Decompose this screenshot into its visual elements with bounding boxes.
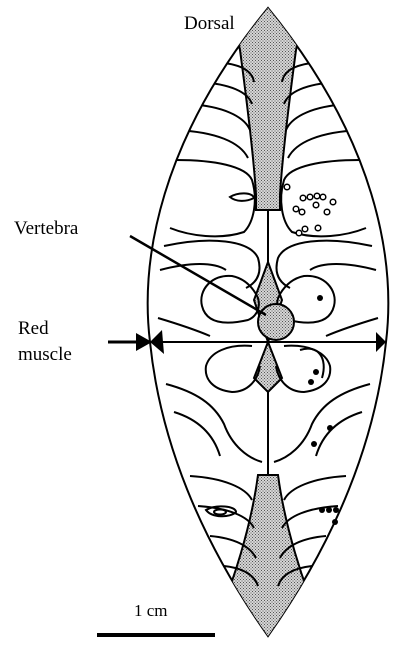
red-muscle-label-line1: Red	[18, 318, 49, 339]
dorsal-label: Dorsal	[184, 13, 235, 34]
red-muscle-label-line2: muscle	[18, 344, 72, 365]
red-muscle-arrow	[108, 333, 152, 351]
vertebra-label: Vertebra	[14, 218, 79, 239]
scale-bar-label: 1 cm	[134, 601, 168, 620]
vertebra-circle	[258, 304, 294, 340]
